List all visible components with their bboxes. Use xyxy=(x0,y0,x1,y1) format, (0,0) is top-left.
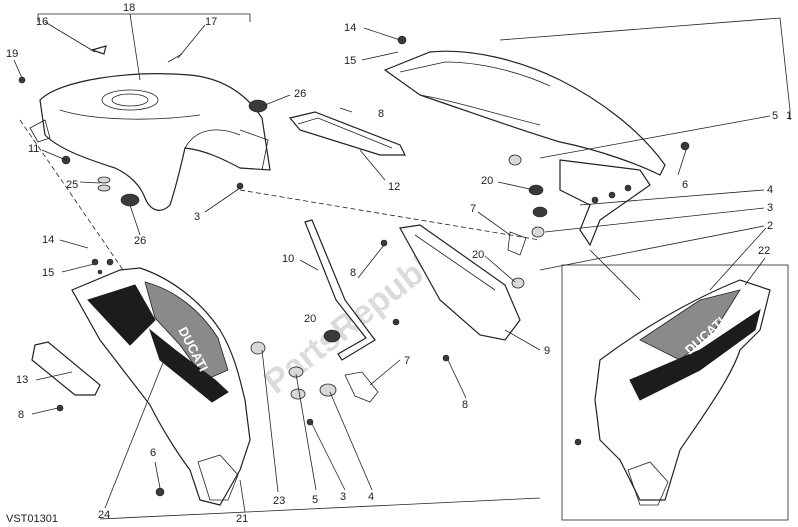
part-3-tank xyxy=(236,182,244,190)
callout-20-mid: 20 xyxy=(472,249,484,261)
callout-3-upper: 3 xyxy=(767,202,773,214)
group-bracket-18 xyxy=(37,13,251,22)
callout-8-right: 8 xyxy=(462,399,468,411)
callout-23: 23 xyxy=(273,495,285,507)
group-bracket-21 xyxy=(99,497,541,520)
callout-10: 10 xyxy=(282,253,294,265)
part-13 xyxy=(31,341,101,396)
callout-3-lower: 3 xyxy=(340,491,346,503)
part-20-b xyxy=(532,206,548,218)
callout-4-lower: 4 xyxy=(368,491,374,503)
part-3-lower xyxy=(306,418,314,426)
main-side-fairing: DUCATI xyxy=(71,267,251,506)
callout-19: 19 xyxy=(6,48,18,60)
part-20-c xyxy=(288,366,304,378)
callout-9: 9 xyxy=(544,345,550,357)
callout-15-upper: 15 xyxy=(344,55,356,67)
diagram-code: VST01301 xyxy=(6,513,58,525)
fuel-tank xyxy=(29,73,271,211)
callout-5-lower: 5 xyxy=(312,494,318,506)
black-stripe-front xyxy=(87,284,156,346)
callout-2: 2 xyxy=(767,220,773,232)
part-6-upper xyxy=(680,141,690,151)
part-4-lower xyxy=(319,383,337,397)
callout-20-lower: 20 xyxy=(304,313,316,325)
callout-18: 18 xyxy=(123,2,135,14)
part-12 xyxy=(288,111,406,156)
part-9 xyxy=(399,224,521,341)
callout-22: 22 xyxy=(758,245,770,257)
part-16 xyxy=(89,45,107,55)
callout-8-top: 8 xyxy=(378,108,384,120)
callout-5-upper: 5 xyxy=(772,110,778,122)
inset-side-fairing: DUCATI xyxy=(594,279,771,506)
callout-25: 25 xyxy=(66,179,78,191)
callout-7-upper: 7 xyxy=(470,203,476,215)
callout-15-lower: 15 xyxy=(42,267,54,279)
upper-side-cover xyxy=(383,50,666,176)
callout-13: 13 xyxy=(16,374,28,386)
part-20-a xyxy=(528,184,544,196)
guide-line xyxy=(19,119,131,281)
callout-21: 21 xyxy=(236,513,248,525)
callout-12: 12 xyxy=(388,181,400,193)
callout-26-upper: 26 xyxy=(294,88,306,100)
part-7-lower xyxy=(344,371,379,403)
part-26-lower xyxy=(120,193,140,207)
callout-26-lower: 26 xyxy=(134,235,146,247)
callout-6-upper: 6 xyxy=(682,179,688,191)
callout-16: 16 xyxy=(36,16,48,28)
callout-14-lower: 14 xyxy=(42,234,54,246)
callout-24: 24 xyxy=(98,509,110,521)
callout-3-tank: 3 xyxy=(194,211,200,223)
part-10 xyxy=(304,219,376,361)
part-25-b xyxy=(97,184,111,192)
callout-11: 11 xyxy=(28,143,39,155)
part-grommet xyxy=(508,154,522,166)
black-stripe-rear xyxy=(148,328,229,403)
part-14-upper xyxy=(397,35,407,45)
callout-8-mid: 8 xyxy=(350,267,356,279)
part-25-a xyxy=(97,176,111,184)
callout-6-lower: 6 xyxy=(150,447,156,459)
callout-7-lower: 7 xyxy=(404,355,410,367)
callout-1: 1 xyxy=(786,110,792,122)
guide-line xyxy=(239,189,541,241)
mounting-bracket xyxy=(559,159,651,247)
callout-8-left: 8 xyxy=(18,409,24,421)
callout-20-upper: 20 xyxy=(481,175,493,187)
inset-frame xyxy=(561,264,789,521)
part-19 xyxy=(18,76,26,84)
part-5-lower xyxy=(250,341,266,355)
callout-17: 17 xyxy=(205,16,217,28)
part-7-clip xyxy=(507,231,527,256)
group-bracket-1 xyxy=(499,17,791,120)
callout-14-upper: 14 xyxy=(344,22,356,34)
part-26-upper xyxy=(248,99,268,113)
part-6-lower xyxy=(155,487,165,497)
callout-4-upper: 4 xyxy=(767,184,773,196)
part-4-upper xyxy=(531,226,545,238)
